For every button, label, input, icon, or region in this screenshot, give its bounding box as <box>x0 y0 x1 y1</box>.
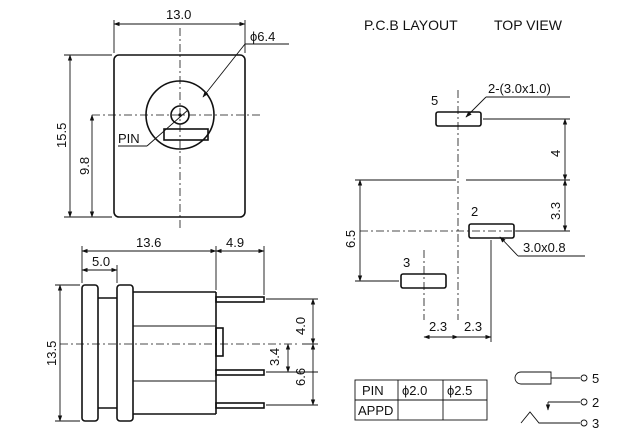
vert-65-dim: 6.5 <box>343 230 358 248</box>
slot-size-dim: 3.0x0.8 <box>523 240 566 255</box>
height-dim: 15.5 <box>54 123 69 148</box>
pin-gap-mid-dim: 3.4 <box>267 348 282 366</box>
pin-gap-total-dim: 6.6 <box>293 368 308 386</box>
table-cell: ϕ2.5 <box>447 383 472 398</box>
rear-flange <box>116 284 134 422</box>
pcb-pin2-label: 2 <box>471 204 478 219</box>
pcb-slot-pin5 <box>435 111 482 127</box>
pin-table: PIN ϕ2.0 ϕ2.5 APPD <box>354 379 488 421</box>
schematic-symbol: 5 2 3 <box>514 371 599 431</box>
horiz-a-dim: 2.3 <box>429 319 447 334</box>
socket-pin-circle <box>170 105 190 125</box>
side-pin-mid <box>215 369 265 376</box>
center-height-dim: 9.8 <box>77 157 92 175</box>
socket-outer-circle <box>145 80 215 150</box>
table-cell: PIN <box>362 383 384 398</box>
pin-label: PIN <box>118 131 140 146</box>
vert-4-dim: 4 <box>548 150 563 157</box>
housing-outline <box>113 54 246 218</box>
length-dim: 13.6 <box>136 235 161 250</box>
schematic-pin5: 5 <box>592 371 599 386</box>
top-view: 13.0 ϕ6.4 15.5 9.8 PIN <box>54 7 289 230</box>
vert-33-dim: 3.3 <box>548 202 563 220</box>
top-view-title: TOP VIEW <box>494 17 563 33</box>
horiz-b-dim: 2.3 <box>464 319 482 334</box>
pcb-layout-title: P.C.B LAYOUT <box>364 17 458 33</box>
pin-slot <box>163 128 209 141</box>
side-view: 13.6 4.9 5.0 13.5 4.0 3.4 6.6 <box>44 235 318 422</box>
body-height-dim: 13.5 <box>44 341 59 366</box>
pcb-pin5-label: 5 <box>431 93 438 108</box>
schematic-pin2: 2 <box>592 395 599 410</box>
pcb-slot-pin2 <box>468 223 515 239</box>
slot-count-dim: 2-(3.0x1.0) <box>488 81 551 96</box>
pcb-layout: 5 2-(3.0x1.0) 2 3.0x0.8 3 4 3.3 6.5 2.3 … <box>343 81 585 342</box>
pin-ext-dim: 4.9 <box>226 235 244 250</box>
front-dim: 5.0 <box>92 254 110 269</box>
pcb-slot-pin3 <box>400 273 447 289</box>
table-cell: APPD <box>358 403 393 418</box>
table-cell: ϕ2.0 <box>402 383 427 398</box>
front-flange <box>81 284 99 422</box>
side-pin-top <box>215 296 265 303</box>
pin-gap-top-dim: 4.0 <box>293 317 308 335</box>
schematic-pin3: 3 <box>592 416 599 431</box>
side-pin-bottom <box>215 402 265 409</box>
hole-dia-dim: ϕ6.4 <box>250 29 275 44</box>
width-dim: 13.0 <box>166 7 191 22</box>
pcb-pin3-label: 3 <box>403 255 410 270</box>
